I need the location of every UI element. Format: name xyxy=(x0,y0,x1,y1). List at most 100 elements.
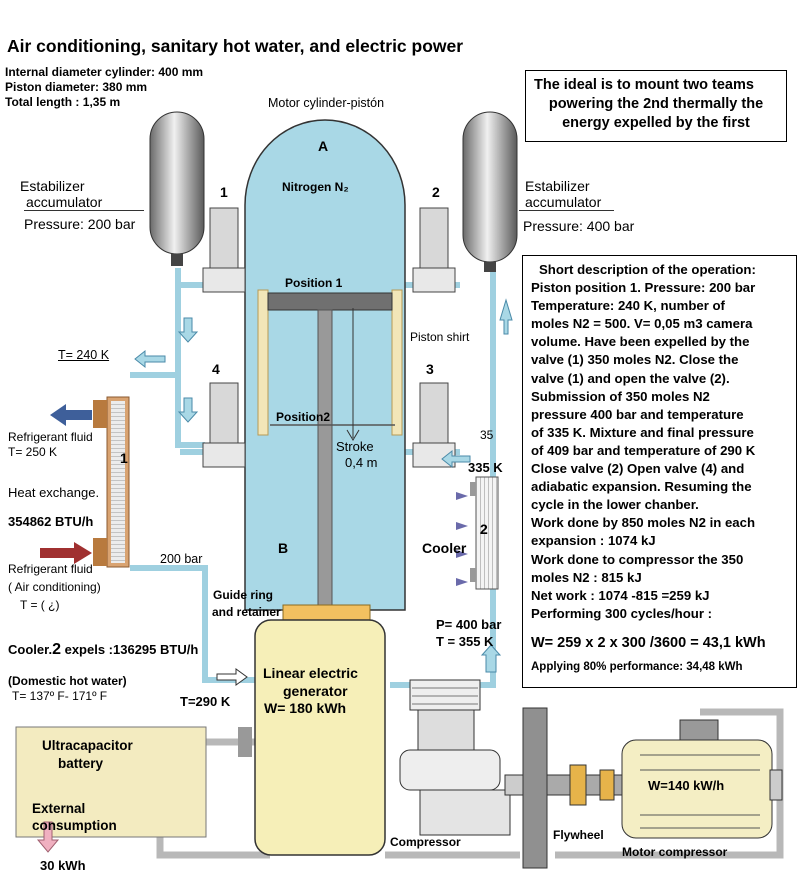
left-accumulator-label: Estabilizer xyxy=(20,178,85,194)
ultracapacitor-box xyxy=(15,726,207,838)
temp-240-label: T= 240 K xyxy=(58,348,110,362)
piston-shirt-right xyxy=(391,289,403,436)
description-line: volume. Have been expelled by the xyxy=(531,334,750,350)
refrigerant-in-purpose: ( Air conditioning) xyxy=(8,580,101,594)
ultracap-label: battery xyxy=(58,756,104,771)
description-box: Short description of the operation: Pist… xyxy=(522,255,797,688)
spec-line: Internal diameter cylinder: 400 mm xyxy=(5,65,204,79)
left-pressure-label: Pressure: 200 bar xyxy=(24,216,136,232)
spec-line: Piston diameter: 380 mm xyxy=(5,80,148,94)
left-accumulator xyxy=(149,111,205,266)
linear-generator xyxy=(254,619,386,856)
chamber-b-label: B xyxy=(278,540,289,556)
stroke-value: 0,4 m xyxy=(345,455,378,470)
valve-4-label: 4 xyxy=(212,361,220,377)
description-line: Performing 300 cycles/hour : xyxy=(531,605,713,621)
flywheel-label: Flywheel xyxy=(553,828,604,842)
cylinder-specs: Internal diameter cylinder: 400 mm Pisto… xyxy=(5,65,203,110)
refrigerant-in-temp: T = ( ¿) xyxy=(20,598,60,612)
left-accumulator-leader xyxy=(24,210,144,211)
pressure-200-label: 200 bar xyxy=(160,552,203,566)
temp-290-label: T=290 K xyxy=(180,694,231,709)
domestic-water-temp: T= 137º F- 171º F xyxy=(12,689,108,703)
valve-3 xyxy=(412,382,456,468)
external-consumption-label: External xyxy=(32,801,86,816)
pressure-400-label: P= 400 bar xyxy=(436,617,502,632)
generator-label: Linear electric xyxy=(263,665,358,681)
applying-performance: Applying 80% performance: 34,48 kWh xyxy=(531,660,743,673)
motor-label: Motor cylinder-pistón xyxy=(268,96,385,110)
piston-rod xyxy=(317,309,333,611)
flywheel xyxy=(522,707,548,869)
heat-exchanger-label: Heat exchange. xyxy=(8,485,100,500)
heat-exchanger-number: 1 xyxy=(120,450,128,466)
description-line: adiabatic expansion. Resuming the xyxy=(531,479,752,495)
cooler-number: 2 xyxy=(480,521,488,537)
valve-4 xyxy=(202,382,246,468)
description-line: moles N2 : 815 kJ xyxy=(531,569,642,585)
guide-ring-label: Guide ring xyxy=(213,588,273,602)
description-line: moles N2 = 500. V= 0,05 m3 camera xyxy=(531,316,753,332)
piston-shirt-left xyxy=(257,289,269,436)
heat-exchanger-1 xyxy=(93,396,130,568)
valve-2-label: 2 xyxy=(432,184,440,200)
spec-line: Total length : 1,35 m xyxy=(5,95,121,109)
valve-3-label: 3 xyxy=(426,361,434,377)
right-accumulator-leader xyxy=(519,210,614,211)
nitrogen-label: Nitrogen N₂ xyxy=(282,180,349,194)
right-accumulator-label: accumulator xyxy=(525,194,602,210)
left-accumulator-label: accumulator xyxy=(26,194,103,210)
motor-compressor xyxy=(621,719,783,839)
refrigerant-out-temp: T= 250 K xyxy=(8,445,58,459)
cooler-fan-arrows xyxy=(456,492,468,586)
description-line: valve (1) 350 moles N2. Close the xyxy=(531,352,739,368)
refrigerant-out-arrow xyxy=(50,404,92,426)
heat-exchanger-btu: 354862 BTU/h xyxy=(8,514,94,529)
page-title: Air conditioning, sanitary hot water, an… xyxy=(7,36,464,56)
ideal-note-box: The ideal is to mount two teams powering… xyxy=(525,70,787,142)
description-line: pressure 400 bar and temperature xyxy=(531,406,744,422)
description-line: Work done to compressor the 350 xyxy=(531,551,744,567)
description-line: Submission of 350 moles N2 xyxy=(531,388,710,404)
description-line: Close valve (2) Open valve (4) and xyxy=(531,461,745,477)
cooler-label: Cooler xyxy=(422,540,467,556)
guide-ring-label: and retainer xyxy=(212,605,281,619)
chamber-a-label: A xyxy=(318,138,329,154)
consumption-arrow xyxy=(36,821,60,853)
cooler2-number: 2 xyxy=(52,641,61,658)
external-consumption-value: 30 kWh xyxy=(40,858,86,873)
coupling xyxy=(569,764,587,806)
description-line: Temperature: 240 K, number of xyxy=(531,298,725,314)
valve-2 xyxy=(412,207,456,293)
guide-ring xyxy=(282,604,371,622)
stroke-label: Stroke xyxy=(336,439,374,454)
motor-compressor-label: Motor compressor xyxy=(622,845,728,859)
description-line: expansion : 1074 kJ xyxy=(531,533,656,549)
cooler2-rest: expels :136295 BTU/h xyxy=(60,642,199,657)
position2-label: Position2 xyxy=(276,410,331,424)
description-line: cycle in the lower chanber. xyxy=(531,497,699,513)
external-consumption-label: consumption xyxy=(32,818,117,833)
right-accumulator xyxy=(462,111,518,272)
piston-shirt-label: Piston shirt xyxy=(410,330,470,344)
ideal-line: powering the 2nd thermally the xyxy=(548,96,764,112)
piston-head xyxy=(267,292,393,311)
temp-355-label: T = 355 K xyxy=(436,634,494,649)
generator-label: generator xyxy=(283,683,348,699)
description-line: Net work : 1074 -815 =259 kJ xyxy=(531,587,710,603)
position1-label: Position 1 xyxy=(285,276,343,290)
ultracap-label: Ultracapacitor xyxy=(42,738,133,753)
compressor xyxy=(399,679,526,836)
right-accumulator-label: Estabilizer xyxy=(525,178,590,194)
cooler2-expels-label: Cooler.2 expels :136295 BTU/h xyxy=(8,641,198,659)
motor-compressor-power: W=140 kW/h xyxy=(648,778,725,793)
valve-1-label: 1 xyxy=(220,184,228,200)
ideal-line: energy expelled by the first xyxy=(562,115,750,131)
description-line: of 335 K. Mixture and final pressure xyxy=(531,424,754,440)
refrigerant-in-arrow xyxy=(40,542,92,564)
description-line: Work done by 850 moles N2 in each xyxy=(531,515,756,531)
refrigerant-out-label: Refrigerant fluid xyxy=(8,430,93,444)
compressor-label: Compressor xyxy=(390,835,461,849)
cooler-2 xyxy=(470,476,499,590)
